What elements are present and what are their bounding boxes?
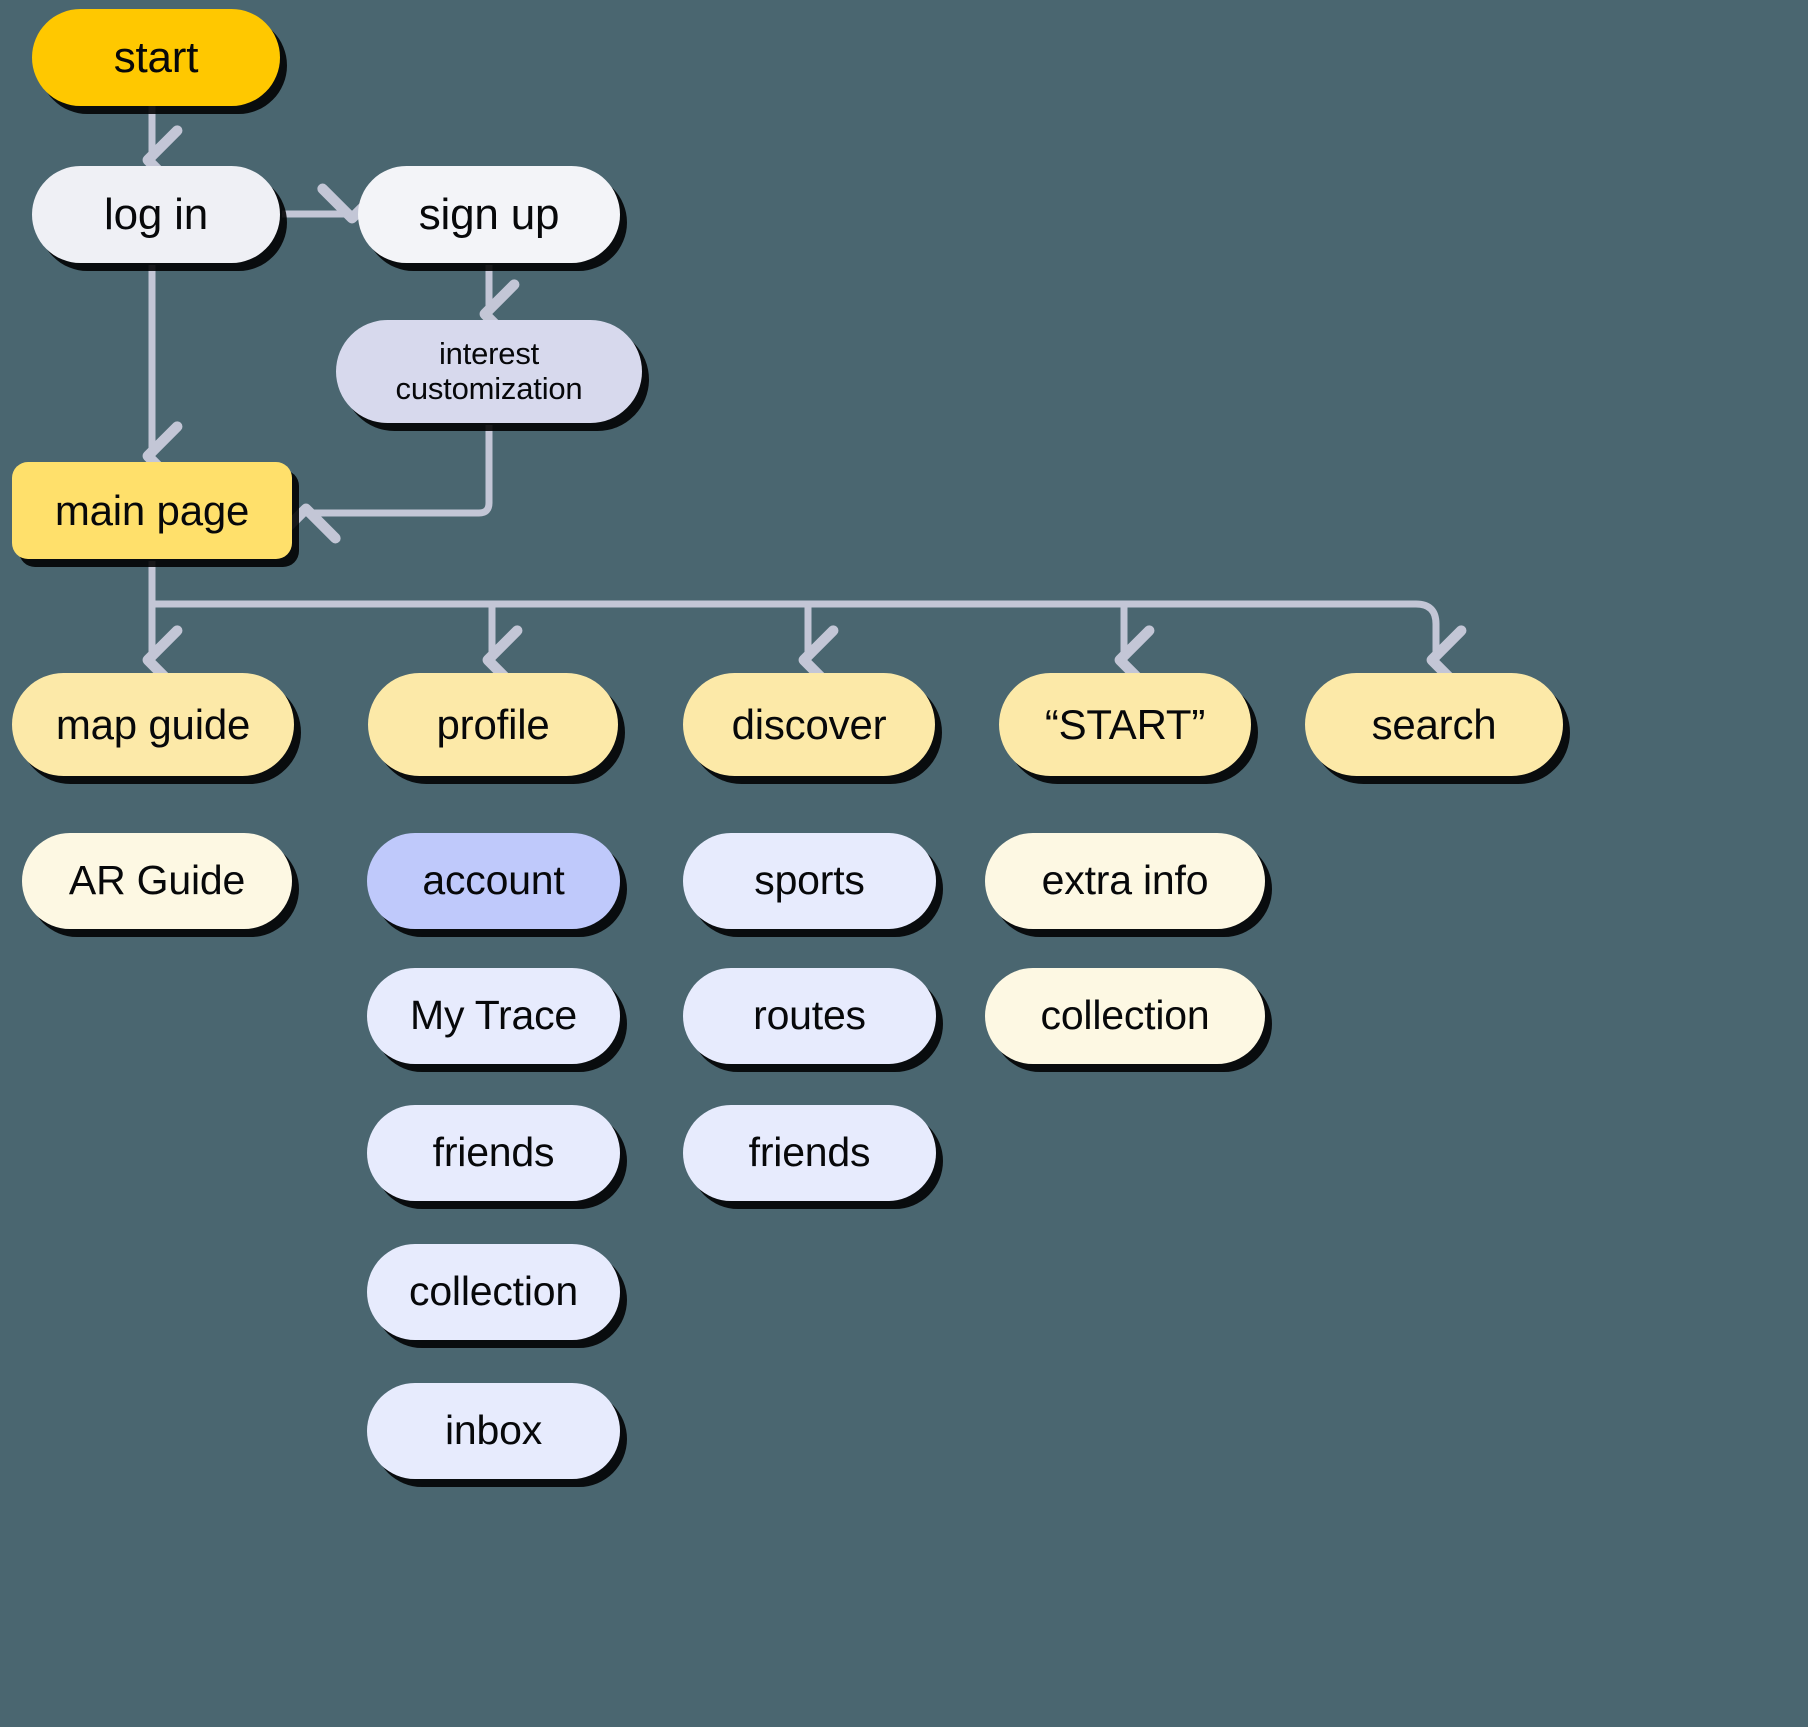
node-search[interactable]: search [1305,673,1563,776]
node-start-collection-label: collection [1040,992,1210,1039]
node-discover[interactable]: discover [683,673,935,776]
node-discover-label: discover [731,700,887,748]
node-discover-friends[interactable]: friends [683,1105,936,1201]
node-start-label: start [113,32,199,82]
edge-interest-to-mainpage [306,425,493,513]
node-profile-collection-label: collection [409,1268,578,1315]
node-account-label: account [422,857,565,904]
node-sign-up[interactable]: sign up [358,166,620,263]
node-my-trace-label: My Trace [410,992,577,1039]
node-start-category-label: “START” [1044,700,1206,748]
edge-mainpage-bus-to-search [152,600,1436,660]
node-ar-guide[interactable]: AR Guide [22,833,292,929]
node-map-guide[interactable]: map guide [12,673,294,776]
node-extra-info[interactable]: extra info [985,833,1265,929]
node-extra-info-label: extra info [1041,857,1209,904]
node-search-label: search [1371,700,1497,748]
node-profile-friends-label: friends [432,1129,555,1176]
node-sports[interactable]: sports [683,833,936,929]
node-profile-friends[interactable]: friends [367,1105,620,1201]
node-routes[interactable]: routes [683,968,936,1064]
node-profile-label: profile [436,700,550,748]
node-log-in-label: log in [104,189,208,239]
node-profile[interactable]: profile [368,673,618,776]
node-discover-friends-label: friends [748,1129,871,1176]
node-ar-guide-label: AR Guide [68,857,246,904]
node-my-trace[interactable]: My Trace [367,968,620,1064]
node-profile-collection[interactable]: collection [367,1244,620,1340]
node-inbox[interactable]: inbox [367,1383,620,1479]
node-account[interactable]: account [367,833,620,929]
node-map-guide-label: map guide [55,700,251,748]
node-start-collection[interactable]: collection [985,968,1265,1064]
node-interest-customization[interactable]: interest customization [336,320,642,423]
node-inbox-label: inbox [444,1407,543,1454]
node-log-in[interactable]: log in [32,166,280,263]
node-main-page[interactable]: main page [12,462,292,559]
node-start-category[interactable]: “START” [999,673,1251,776]
node-routes-label: routes [753,992,866,1039]
node-interest-customization-label: interest customization [395,335,583,406]
node-start[interactable]: start [32,9,280,106]
node-sports-label: sports [754,857,865,904]
node-main-page-label: main page [54,486,250,534]
node-sign-up-label: sign up [418,189,560,239]
